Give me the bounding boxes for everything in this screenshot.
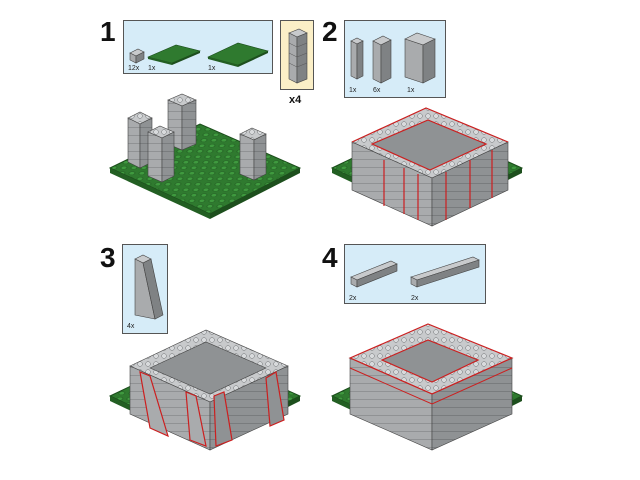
step-4-parts-callout: 2x 2x	[344, 244, 486, 304]
step-2-qty-3: 1x	[407, 87, 415, 94]
step-1-qty-2: 1x	[148, 65, 156, 72]
brick-1x2-tall-icon	[372, 35, 392, 84]
step-4-qty-1: 2x	[349, 295, 357, 302]
brick-1x2-icon	[129, 48, 145, 64]
step-2-qty-2: 6x	[373, 87, 381, 94]
step-1-pillar-left-front	[147, 125, 175, 183]
brick-1x1-icon	[350, 37, 364, 80]
step-2-parts-illustration	[350, 32, 436, 84]
step-3-scene	[108, 329, 302, 451]
step-1-pillar-left-back	[127, 111, 153, 169]
brick-1x4-icon	[350, 260, 398, 288]
slope-brick-icon	[134, 254, 164, 320]
step-2-parts-callout: 1x 6x 1x	[344, 20, 446, 98]
brick-2x2-tall-icon	[404, 32, 436, 84]
step-4-number: 4	[322, 242, 338, 273]
step-1-subassembly-callout	[280, 20, 314, 90]
step-4-scene	[330, 323, 524, 451]
step-1-multiplier: x4	[289, 94, 302, 106]
pillar-subassembly-icon	[288, 28, 308, 84]
step-3-number: 3	[100, 242, 116, 273]
step-3-qty-1: 4x	[127, 323, 135, 330]
step-1-qty-1: 12x	[128, 65, 140, 72]
step-1-parts-illustration	[129, 42, 269, 67]
step-1-scene	[108, 93, 302, 219]
step-1-qty-3: 1x	[208, 65, 216, 72]
step-1-parts-callout: 12x 1x 1x	[123, 20, 273, 74]
step-4-parts-illustration	[350, 256, 480, 288]
baseplate-large-icon	[207, 42, 269, 67]
step-4-qty-2: 2x	[411, 295, 419, 302]
step-1-pillar-right	[239, 127, 267, 181]
step-2-number: 2	[322, 16, 338, 47]
step-2-scene	[330, 107, 524, 227]
step-3-parts-callout: 4x	[122, 244, 168, 334]
step-2-qty-1: 1x	[349, 87, 357, 94]
brick-1x6-icon	[410, 256, 480, 288]
baseplate-small-icon	[147, 44, 201, 65]
step-1-number: 1	[100, 16, 116, 47]
